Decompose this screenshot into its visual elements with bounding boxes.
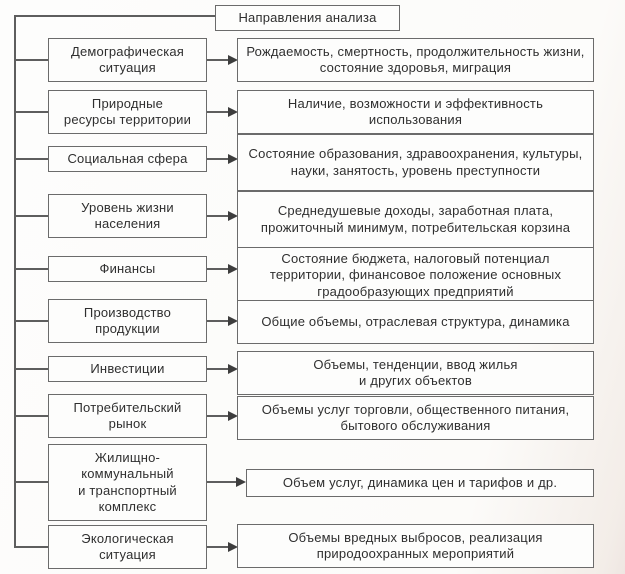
diagram-title-box: Направления анализа: [215, 5, 400, 31]
category-label: Экологическая ситуация: [81, 530, 174, 562]
branch-line-ecology: [14, 546, 48, 548]
category-label: Жилищно- коммунальный и транспортный ком…: [78, 450, 177, 514]
branch-line-production: [14, 320, 48, 322]
arrow-line-investments: [207, 368, 230, 370]
category-label: Потребительский рынок: [73, 399, 182, 431]
category-box-social-sphere: Социальная сфера: [48, 146, 207, 172]
spine-line: [14, 15, 16, 548]
arrow-head-icon: [228, 542, 238, 552]
arrow-line-finance: [207, 268, 230, 270]
category-box-demography: Демографическая ситуация: [48, 38, 207, 82]
branch-line-housing-transport: [14, 481, 48, 483]
category-box-living-standards: Уровень жизни населения: [48, 194, 207, 238]
arrow-line-social-sphere: [207, 158, 230, 160]
detail-label: Объемы вредных выбросов, реализация прир…: [288, 529, 543, 561]
category-box-consumer-market: Потребительский рынок: [48, 394, 207, 438]
category-box-natural-resources: Природные ресурсы территории: [48, 90, 207, 134]
arrow-line-consumer-market: [207, 415, 230, 417]
detail-label: Объем услуг, динамика цен и тарифов и др…: [282, 474, 558, 490]
category-box-production: Производство продукции: [48, 299, 207, 343]
detail-box-natural-resources: Наличие, возможности и эффективность исп…: [237, 90, 594, 134]
branch-line-consumer-market: [14, 415, 48, 417]
detail-label: Состояние бюджета, налоговый потенциал т…: [269, 251, 562, 299]
arrow-head-icon: [228, 316, 238, 326]
category-label: Социальная сфера: [67, 150, 188, 166]
arrow-line-living-standards: [207, 215, 230, 217]
category-box-ecology: Экологическая ситуация: [48, 525, 207, 569]
branch-line-finance: [14, 268, 48, 270]
category-box-housing-transport: Жилищно- коммунальный и транспортный ком…: [48, 444, 207, 521]
detail-box-demography: Рождаемость, смертность, продолжительнос…: [237, 38, 594, 82]
arrow-head-icon: [228, 154, 238, 164]
detail-label: Объемы, тенденции, ввод жилья и других о…: [313, 356, 518, 388]
arrow-head-icon: [236, 477, 246, 487]
detail-box-production: Общие объемы, отраслевая структура, дина…: [237, 300, 594, 344]
category-label: Уровень жизни населения: [81, 199, 174, 231]
arrow-line-housing-transport: [207, 481, 238, 483]
category-label: Финансы: [99, 260, 156, 276]
arrow-line-ecology: [207, 546, 230, 548]
detail-box-housing-transport: Объем услуг, динамика цен и тарифов и др…: [246, 469, 594, 497]
detail-box-ecology: Объемы вредных выбросов, реализация прир…: [237, 524, 594, 568]
detail-box-finance: Состояние бюджета, налоговый потенциал т…: [237, 247, 594, 304]
detail-label: Состояние образования, здравоохранения, …: [248, 146, 583, 178]
category-label: Демографическая ситуация: [70, 43, 185, 75]
detail-label: Объемы услуг торговли, общественного пит…: [261, 401, 570, 433]
category-label: Природные ресурсы территории: [63, 95, 192, 127]
arrow-head-icon: [228, 364, 238, 374]
arrow-head-icon: [228, 55, 238, 65]
arrow-line-demography: [207, 59, 230, 61]
arrow-head-icon: [228, 107, 238, 117]
diagram-title: Направления анализа: [238, 9, 377, 25]
arrow-head-icon: [228, 411, 238, 421]
detail-box-living-standards: Среднедушевые доходы, заработная плата, …: [237, 191, 594, 248]
arrow-line-natural-resources: [207, 111, 230, 113]
branch-line-living-standards: [14, 215, 48, 217]
category-label: Инвестиции: [90, 360, 165, 376]
detail-label: Наличие, возможности и эффективность исп…: [287, 95, 544, 127]
detail-label: Рождаемость, смертность, продолжительнос…: [246, 43, 585, 75]
detail-label: Общие объемы, отраслевая структура, дина…: [261, 313, 570, 329]
detail-box-consumer-market: Объемы услуг торговли, общественного пит…: [237, 396, 594, 440]
branch-line-natural-resources: [14, 111, 48, 113]
category-box-investments: Инвестиции: [48, 356, 207, 382]
branch-line-demography: [14, 59, 48, 61]
arrow-line-production: [207, 320, 230, 322]
title-connector-line: [14, 15, 215, 17]
category-label: Производство продукции: [83, 304, 172, 336]
detail-label: Среднедушевые доходы, заработная плата, …: [260, 203, 571, 235]
arrow-head-icon: [228, 264, 238, 274]
detail-box-social-sphere: Состояние образования, здравоохранения, …: [237, 134, 594, 191]
branch-line-investments: [14, 368, 48, 370]
category-box-finance: Финансы: [48, 256, 207, 282]
detail-box-investments: Объемы, тенденции, ввод жилья и других о…: [237, 351, 594, 395]
branch-line-social-sphere: [14, 158, 48, 160]
arrow-head-icon: [228, 211, 238, 221]
